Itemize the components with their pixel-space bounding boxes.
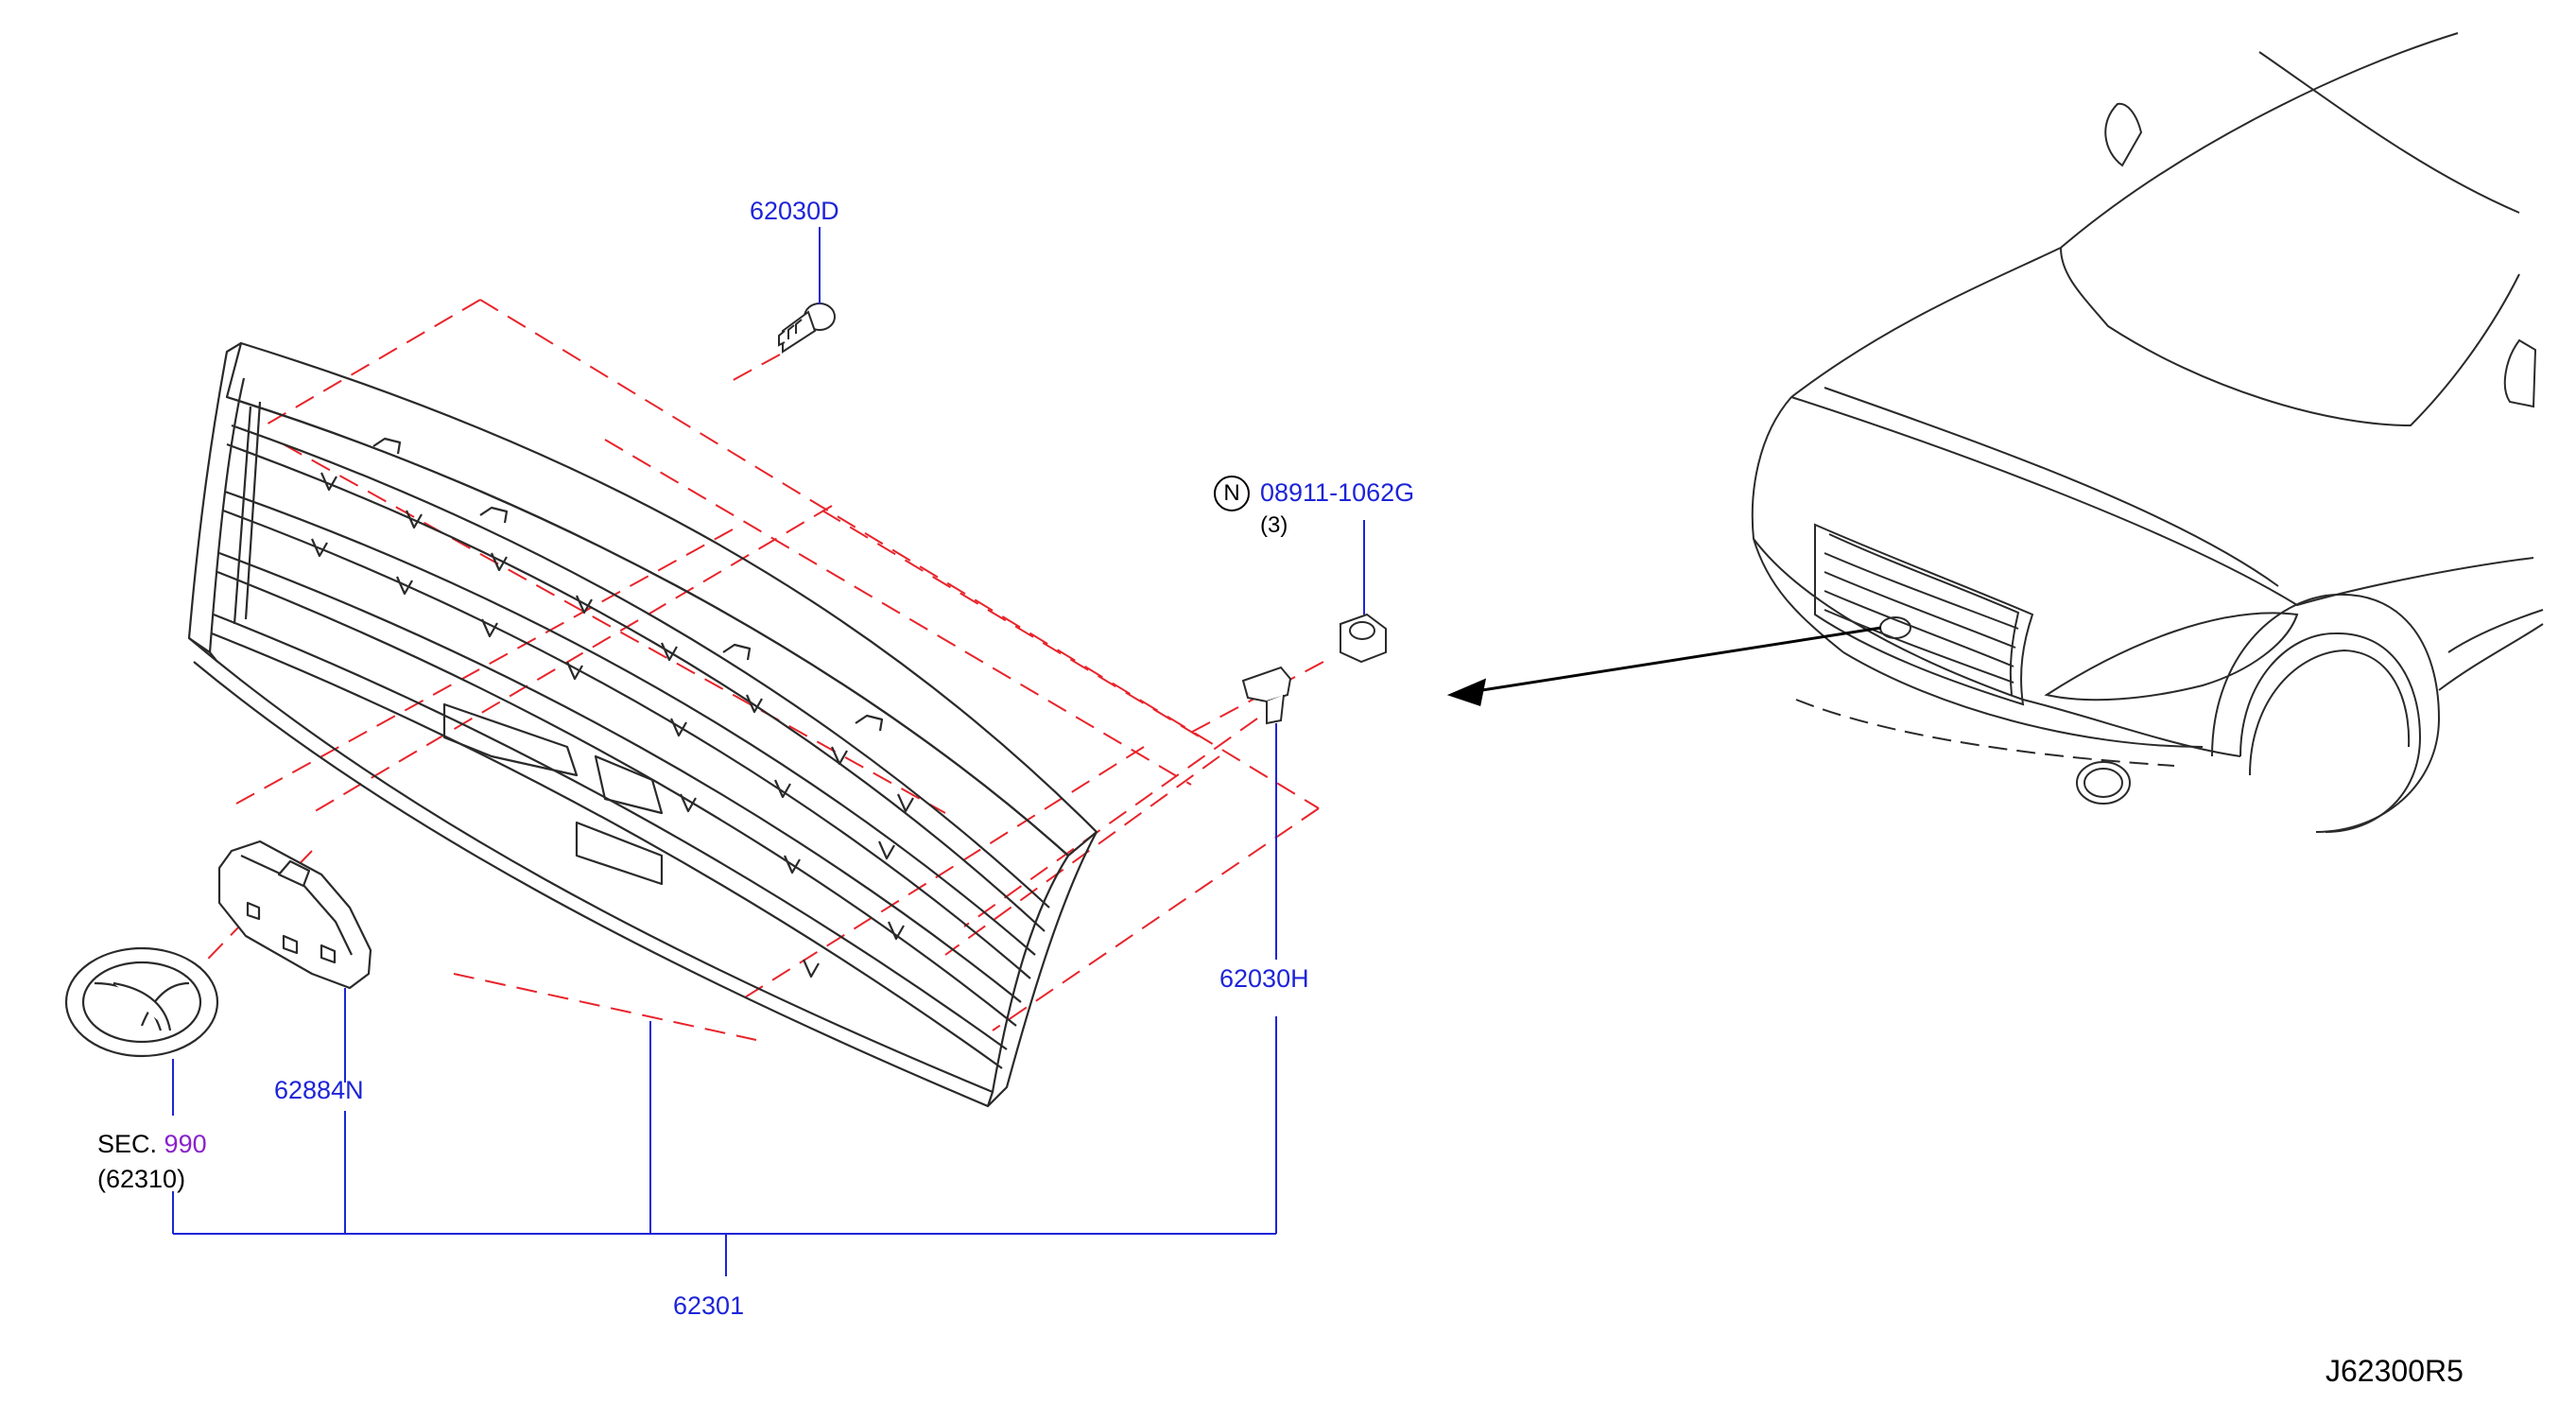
- emblem-base-62884n[interactable]: [217, 840, 372, 990]
- label-62030h[interactable]: 62030H: [1219, 964, 1309, 993]
- leader-lines: [172, 227, 1365, 1276]
- nut-08911-1062g[interactable]: [1340, 613, 1387, 664]
- sec-reference: SEC. 990: [97, 1130, 207, 1158]
- diagram-reference: J62300R5: [2325, 1354, 2464, 1388]
- sec-number-link[interactable]: 990: [164, 1130, 207, 1158]
- emblem-sec-990[interactable]: [64, 946, 219, 1058]
- clip-62030d[interactable]: [778, 303, 836, 354]
- label-08911-1062g[interactable]: 08911-1062G: [1260, 478, 1415, 507]
- location-arrow: [1446, 626, 1882, 706]
- vehicle-outline: [1751, 32, 2544, 833]
- sec-subcode: (62310): [97, 1165, 186, 1193]
- label-62301[interactable]: 62301: [673, 1291, 745, 1320]
- sec-prefix: SEC.: [97, 1130, 158, 1158]
- nut-code-circle: N: [1214, 476, 1250, 511]
- label-62030d[interactable]: 62030D: [750, 197, 839, 225]
- grille-assembly[interactable]: [187, 341, 1098, 1108]
- nut-quantity: (3): [1260, 512, 1288, 538]
- clip-62030h[interactable]: [1241, 666, 1292, 725]
- label-62884n[interactable]: 62884N: [274, 1076, 364, 1104]
